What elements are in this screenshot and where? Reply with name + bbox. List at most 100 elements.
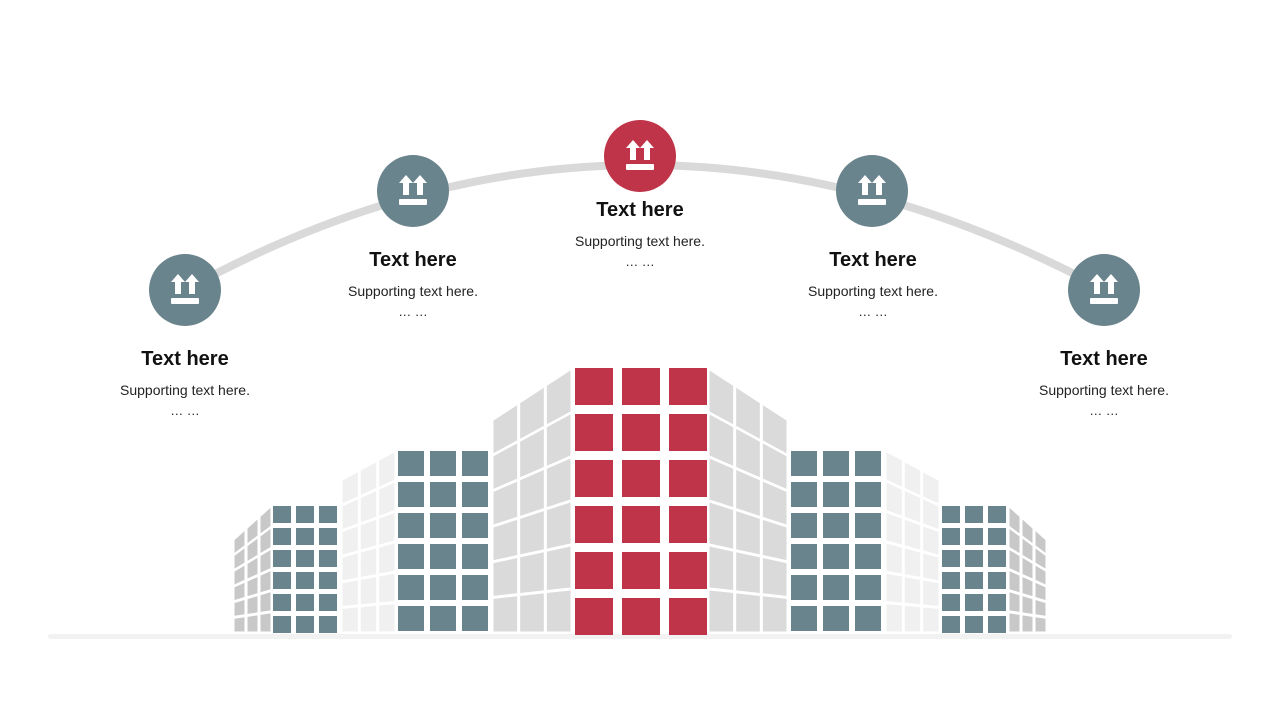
building-side-wall [342, 499, 358, 529]
node-2-title: Text here [369, 249, 457, 271]
window-slate [988, 594, 1006, 611]
window-slate [273, 594, 291, 611]
window-slate [319, 572, 337, 589]
building-side-wall [904, 605, 921, 632]
building-side-wall [247, 538, 258, 561]
building-side-wall [886, 482, 902, 516]
window-red [622, 460, 660, 497]
window-red [575, 552, 613, 589]
window-red [622, 552, 660, 589]
window-slate [296, 506, 314, 523]
building-side-wall [1035, 582, 1046, 601]
building-side-wall [520, 593, 544, 632]
window-slate [965, 594, 983, 611]
building-side-wall [904, 548, 921, 577]
window-red [575, 598, 613, 635]
node-1-ellipsis: … … [170, 403, 200, 418]
window-red [622, 598, 660, 635]
window-slate [273, 616, 291, 633]
this-side-up-arrows-icon [858, 175, 886, 205]
building-side-wall [260, 528, 271, 554]
node-4-label: Text here Supporting text here. … … [763, 248, 983, 320]
building-side-wall [520, 470, 544, 516]
window-red [622, 506, 660, 543]
building-side-wall [546, 370, 571, 425]
building-side-wall [546, 414, 571, 466]
building-side-wall [379, 452, 395, 487]
building-side-wall [493, 596, 518, 632]
window-slate [430, 482, 456, 507]
building-side-wall [1009, 613, 1020, 632]
window-slate [823, 575, 849, 600]
building-side-wall [762, 481, 787, 525]
window-slate [965, 616, 983, 633]
node-3-label: Text here Supporting text here. … … [530, 198, 750, 270]
building-side-wall [1009, 571, 1020, 593]
building-side-wall [260, 613, 271, 632]
building-side-wall [379, 543, 395, 574]
building-side-wall [360, 548, 377, 577]
building-side-wall [520, 428, 544, 478]
building-side-wall [1022, 577, 1033, 597]
building-side-wall [546, 458, 571, 508]
building-side-wall [342, 526, 358, 555]
building-side-wall [736, 593, 760, 632]
window-red [669, 368, 707, 405]
building-side-wall [1022, 596, 1033, 614]
building-side-wall [1009, 528, 1020, 554]
building-side-wall [342, 607, 358, 632]
this-side-up-arrows-icon [626, 140, 654, 170]
building-side-wall [493, 405, 518, 454]
window-slate [462, 482, 488, 507]
window-slate [855, 451, 881, 476]
building-side-wall [886, 452, 902, 487]
building-side-wall [1022, 519, 1033, 544]
window-slate [319, 550, 337, 567]
node-5-title: Text here [1060, 348, 1148, 370]
building-side-wall [260, 571, 271, 593]
window-slate [988, 616, 1006, 633]
window-slate [462, 544, 488, 569]
window-slate [319, 616, 337, 633]
building-side-wall [1035, 617, 1046, 632]
building-side-wall [1035, 600, 1046, 616]
building-side-wall [1035, 548, 1046, 569]
building-side-wall [234, 565, 245, 585]
node-1-circle [149, 254, 221, 326]
window-slate [855, 544, 881, 569]
building-side-wall [342, 472, 358, 504]
building-side-wall [1035, 531, 1046, 553]
window-slate [430, 575, 456, 600]
node-2-label: Text here Supporting text here. … … [303, 248, 523, 320]
node-3-ellipsis: … … [625, 254, 655, 269]
node-5-ellipsis: … … [1089, 403, 1119, 418]
window-slate [965, 572, 983, 589]
building-side-wall [762, 596, 787, 632]
building-side-wall [247, 596, 258, 614]
window-slate [965, 528, 983, 545]
building-side-wall [762, 405, 787, 454]
building-side-wall [709, 502, 734, 549]
building-side-wall [379, 482, 395, 516]
window-red [669, 460, 707, 497]
window-slate [791, 513, 817, 538]
node-3-circle [604, 120, 676, 192]
building-side-wall [709, 590, 734, 632]
window-slate [791, 606, 817, 631]
window-slate [319, 506, 337, 523]
building-side-wall [234, 548, 245, 569]
window-slate [942, 550, 960, 567]
building-side-wall [360, 462, 377, 495]
building-side-wall [736, 387, 760, 439]
window-slate [965, 550, 983, 567]
building-side-wall [360, 519, 377, 550]
building-side-wall [493, 558, 518, 596]
node-2-ellipsis: … … [398, 304, 428, 319]
building-side-wall [360, 605, 377, 632]
building-side-wall [709, 370, 734, 425]
window-slate [791, 544, 817, 569]
building-side-wall [234, 600, 245, 616]
building-side-wall [379, 604, 395, 632]
window-slate [823, 606, 849, 631]
